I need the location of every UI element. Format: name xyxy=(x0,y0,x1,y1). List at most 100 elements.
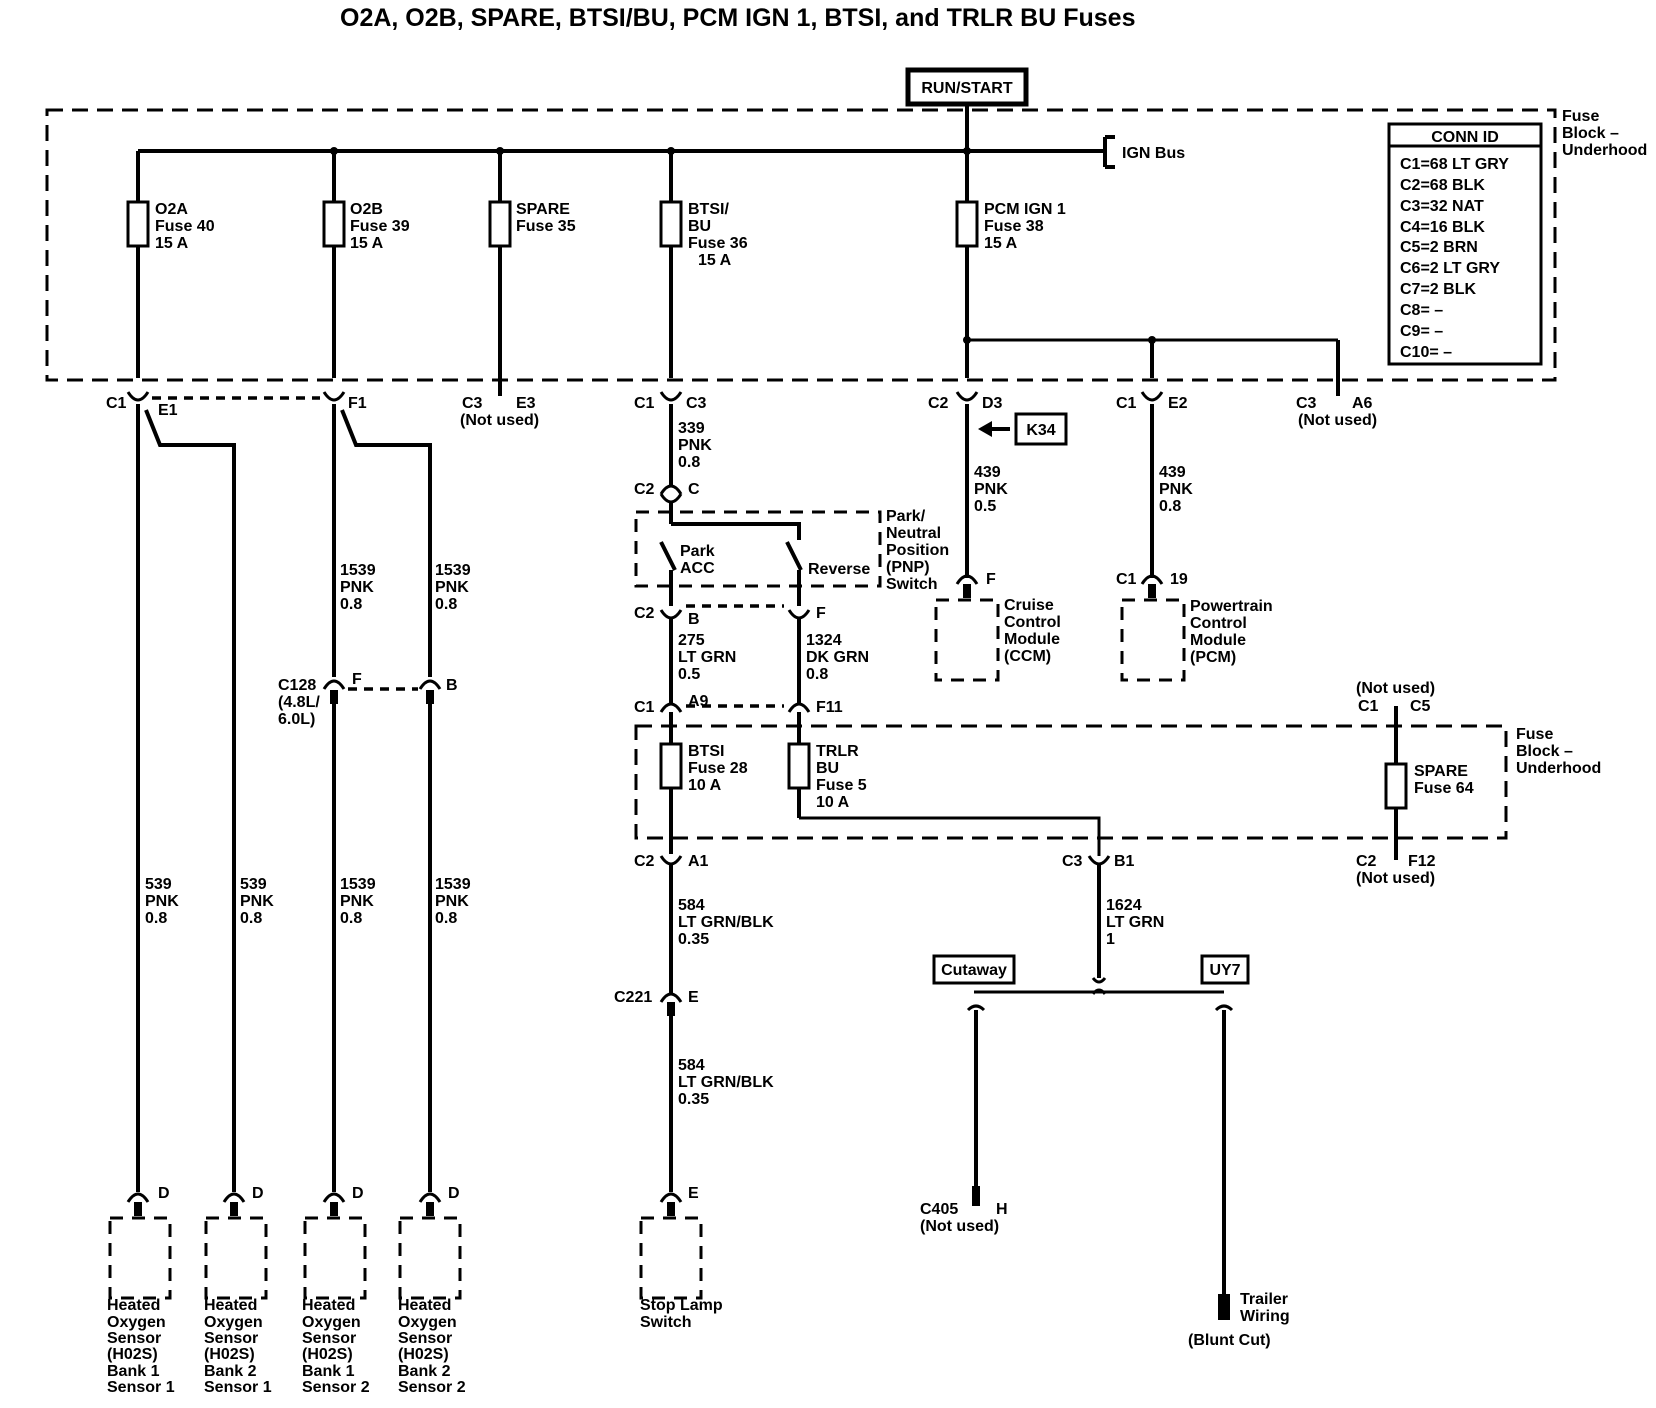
ign-bus xyxy=(138,104,1115,169)
label-f12: F12 xyxy=(1408,853,1436,870)
label-pcm-19: 19 xyxy=(1170,571,1188,588)
label-c1-a9: C1 xyxy=(634,699,655,716)
label-f11: F11 xyxy=(816,699,843,716)
fuse-spare-35-label: SPARE Fuse 35 xyxy=(516,201,576,235)
fuse-o2b xyxy=(322,151,346,378)
label-ccm-f: F xyxy=(986,571,996,588)
cutaway-box xyxy=(932,954,1016,985)
label-c1-c5: C1 xyxy=(1358,698,1379,715)
wire-584-b: 584 LT GRN/BLK 0.35 xyxy=(678,1057,778,1108)
ign-bus-label: IGN Bus xyxy=(1122,145,1185,162)
wire-439-b: 439 PNK 0.8 xyxy=(1159,464,1197,515)
label-sensor-d2: D xyxy=(252,1185,264,1202)
label-c1-e2: C1 xyxy=(1116,395,1137,412)
conn-id-rows: C1=68 LT GRY C2=68 BLK C3=32 NAT C4=16 B… xyxy=(1400,156,1513,361)
reverse-label: Reverse xyxy=(808,561,870,578)
label-f1: F1 xyxy=(348,395,367,412)
wire-1539-c: 1539 PNK 0.8 xyxy=(340,876,380,927)
label-c128-f: F xyxy=(352,671,362,688)
label-c405: C405 (Not used) xyxy=(920,1201,999,1235)
fuse-trlr-bu-5-label: TRLR BU Fuse 5 10 A xyxy=(816,743,871,811)
label-c2-d3: C2 xyxy=(928,395,949,412)
fuse-btsi-28 xyxy=(659,742,683,790)
label-c3-b1: C3 xyxy=(1062,853,1083,870)
fuse-o2a-label: O2A Fuse 40 15 A xyxy=(155,201,219,252)
wire-539-b: 539 PNK 0.8 xyxy=(240,876,278,927)
label-b1: B1 xyxy=(1114,853,1135,870)
wire-1539-b: 1539 PNK 0.8 xyxy=(435,562,475,613)
label-b: B xyxy=(688,611,700,628)
label-c221: C221 xyxy=(614,989,652,1006)
label-c405-h: H xyxy=(996,1201,1008,1218)
sensor-module-b1s1 xyxy=(108,1216,172,1300)
label-c5-not-used: (Not used) xyxy=(1356,680,1435,697)
k34-box xyxy=(1014,412,1068,446)
blunt-cut-label: (Blunt Cut) xyxy=(1188,1332,1271,1349)
fuse-o2a xyxy=(126,151,150,378)
conn-id-table: CONN ID C1=68 LT GRY C2=68 BLK C3=32 NAT… xyxy=(1387,122,1543,366)
fuse-spare-35 xyxy=(488,151,512,396)
trailer-wiring-path xyxy=(966,855,1234,1320)
connector-c2-d3 xyxy=(955,391,979,402)
fuse-spare-64-label: SPARE Fuse 64 xyxy=(1414,763,1474,797)
ccm-module xyxy=(934,598,1000,682)
stop-lamp-switch-label: Stop Lamp Switch xyxy=(640,1297,727,1331)
wire-275: 275 LT GRN 0.5 xyxy=(678,632,741,683)
park-acc-label: Park ACC xyxy=(680,543,719,577)
label-c3-a6: C3 xyxy=(1296,395,1317,412)
ccm-wiring xyxy=(955,404,1010,598)
sensor-module-b1s2 xyxy=(303,1216,367,1300)
label-c: C xyxy=(688,481,700,498)
fuse-btsi-28-label: BTSI Fuse 28 10 A xyxy=(688,743,752,794)
pcm-module xyxy=(1120,598,1186,682)
k34-label: K34 xyxy=(1026,422,1055,439)
fuse-pcm-ign xyxy=(955,151,1340,396)
label-c3: C3 xyxy=(686,395,707,412)
label-c221-e: E xyxy=(688,989,699,1006)
sensor-label-b1s1: Heated Oxygen Sensor (H02S) Bank 1 Senso… xyxy=(107,1297,175,1396)
fuse-block-lower-label: Fuse Block – Underhood xyxy=(1516,726,1601,777)
connector-c405 xyxy=(972,1186,980,1206)
uy7-box xyxy=(1200,954,1250,985)
connector-c1-f1 xyxy=(322,391,346,402)
fuse-block-lower xyxy=(634,724,1508,840)
label-a1: A1 xyxy=(688,853,709,870)
label-sensor-d4: D xyxy=(448,1185,460,1202)
o2-sensor-wiring xyxy=(136,404,442,1192)
sensor-label-b1s2: Heated Oxygen Sensor (H02S) Bank 1 Senso… xyxy=(302,1297,370,1396)
label-a6-not-used: (Not used) xyxy=(1298,412,1377,429)
trailer-wiring-label: Trailer Wiring xyxy=(1240,1291,1292,1325)
wire-1324: 1324 DK GRN 0.8 xyxy=(806,632,874,683)
label-c1-c3: C1 xyxy=(634,395,655,412)
pnp-switch-box xyxy=(634,510,882,588)
label-c128-b: B xyxy=(446,677,458,694)
uy7-label: UY7 xyxy=(1209,962,1240,979)
fuse-trlr-bu-5 xyxy=(787,742,811,790)
connector-c1-e2 xyxy=(1140,391,1164,402)
run-start-label: RUN/START xyxy=(921,80,1012,97)
connector-c1-e1 xyxy=(126,391,150,402)
label-a6: A6 xyxy=(1352,395,1373,412)
label-a9: A9 xyxy=(688,693,709,710)
pcm-label: Powertrain Control Module (PCM) xyxy=(1190,598,1277,666)
label-e2: E2 xyxy=(1168,395,1188,412)
cutaway-label: Cutaway xyxy=(941,962,1007,979)
label-c2-f12: C2 xyxy=(1356,853,1377,870)
wire-1624: 1624 LT GRN 1 xyxy=(1106,897,1169,948)
wire-1539-d: 1539 PNK 0.8 xyxy=(435,876,475,927)
label-e3-not-used: (Not used) xyxy=(460,412,539,429)
label-f: F xyxy=(816,605,826,622)
wire-1539-a: 1539 PNK 0.8 xyxy=(340,562,380,613)
label-c2-b: C2 xyxy=(634,605,655,622)
fuse-pcm-ign-label: PCM IGN 1 Fuse 38 15 A xyxy=(984,201,1070,252)
label-c1: C1 xyxy=(106,395,127,412)
ccm-label: Cruise Control Module (CCM) xyxy=(1004,597,1065,665)
wire-539-a: 539 PNK 0.8 xyxy=(145,876,183,927)
label-e3: E3 xyxy=(516,395,536,412)
sensor-label-b2s1: Heated Oxygen Sensor (H02S) Bank 2 Senso… xyxy=(204,1297,272,1396)
sensor-module-b2s2 xyxy=(398,1216,462,1300)
conn-id-header: CONN ID xyxy=(1431,129,1499,146)
label-sensor-d1: D xyxy=(158,1185,170,1202)
